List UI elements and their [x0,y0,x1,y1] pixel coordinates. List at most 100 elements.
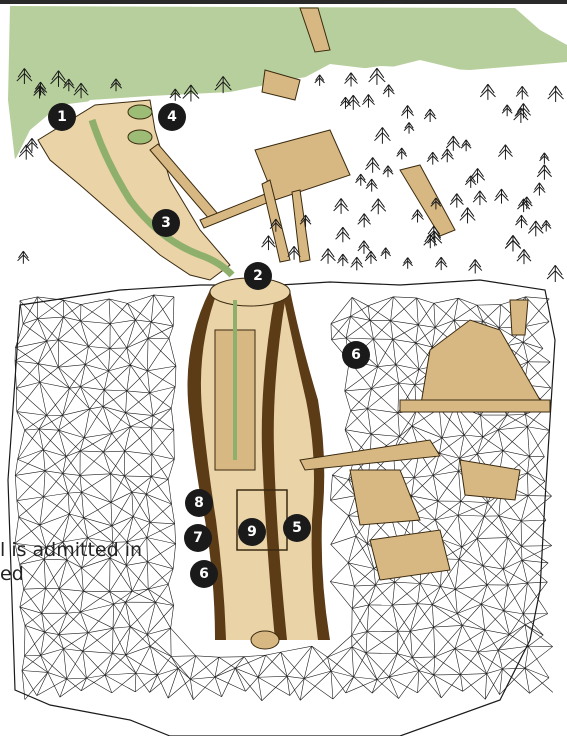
mesh-edge [503,427,527,451]
mesh-edge [45,456,66,470]
mesh-edge [16,364,38,389]
mesh-edge [392,604,417,605]
mesh-edge [104,390,127,391]
mesh-edge [127,303,151,322]
mesh-edge [454,298,458,320]
mesh-edge [126,655,158,675]
mesh-edge [150,504,171,522]
mesh-edge [481,415,499,430]
mesh-edge [418,325,435,328]
mesh-edge [59,635,83,652]
mesh-edge [103,451,124,452]
mesh-edge [132,492,150,522]
mesh-edge [455,625,462,648]
mesh-edge [67,651,83,679]
mesh-edge [419,657,435,671]
mesh-edge [126,634,148,655]
mesh-edge [399,671,419,699]
mesh-edge [366,653,397,654]
mesh-edge [434,614,458,628]
mesh-edge [147,562,148,589]
mesh-edge [412,658,419,671]
mesh-edge [455,630,485,649]
marker-7: 7 [184,524,212,552]
mesh-edge [103,391,127,407]
mesh-edge [477,430,498,454]
mesh-edge [67,678,87,679]
mesh-edge [416,327,435,342]
mesh-edge [190,679,221,696]
mesh-edge [18,429,39,459]
mesh-edge [44,497,70,514]
marker-6-upper: 6 [342,341,370,369]
mesh-edge [146,494,174,524]
pond-top [128,105,152,119]
marker-5-label: 5 [292,520,302,536]
mesh-edge [70,387,81,389]
mesh-edge [354,653,366,677]
mesh-edge [18,450,44,460]
mesh-edge [40,367,59,382]
mesh-edge [483,566,503,569]
mesh-edge [389,671,419,677]
caption-line-1: l is admitted in [0,541,142,560]
mesh-edge [150,522,175,523]
mesh-edge [38,341,47,363]
mesh-edge [112,413,126,434]
mesh-edge [366,653,377,680]
mesh-edge [151,477,168,480]
mesh-edge [15,361,40,382]
mesh-edge [246,677,259,691]
mesh-edge [530,678,549,693]
mesh-edge [351,297,352,316]
mesh-edge [368,297,393,306]
mesh-edge [367,605,392,631]
mesh-edge [487,650,498,673]
mesh-edge [83,591,113,604]
mesh-edge [458,503,488,516]
mesh-edge [525,326,542,348]
mesh-edge [346,320,370,338]
mesh-edge [125,427,131,451]
mesh-edge [460,652,477,674]
mesh-edge [526,297,550,299]
mesh-edge [434,303,454,320]
mesh-edge [175,524,176,544]
mesh-edge [457,604,481,613]
mesh-edge [352,647,354,677]
mesh-edge [63,409,90,415]
mesh-edge [130,365,149,393]
mesh-edge [154,295,173,326]
mesh-edge [111,502,133,516]
mesh-edge [63,305,81,318]
marker-6-lower: 6 [190,560,218,588]
mesh-edge [412,658,434,675]
mesh-edge [477,538,507,539]
mesh-edge [171,628,196,656]
mesh-edge [371,389,397,413]
mesh-edge [369,605,398,631]
mesh-edge [46,560,67,588]
mesh-edge [171,656,178,668]
mesh-edge [507,414,525,415]
mesh-edge [281,646,312,652]
mesh-edge [262,676,287,700]
mesh-edge [155,602,170,628]
mesh-edge [258,652,281,677]
mesh-edge [108,371,126,391]
mesh-edge [527,473,551,496]
marker-4: 4 [158,103,186,131]
mesh-edge [499,305,501,328]
mesh-edge [147,544,175,562]
mesh-edge [110,320,135,324]
mesh-edge [434,303,435,327]
mesh-edge [348,563,354,586]
mesh-edge [439,438,442,453]
mesh-edge [45,471,68,493]
mesh-edge [352,632,367,636]
mesh-edge [22,655,41,670]
mesh-edge [151,295,154,322]
mesh-edge [59,589,80,612]
mesh-edge [151,459,174,476]
